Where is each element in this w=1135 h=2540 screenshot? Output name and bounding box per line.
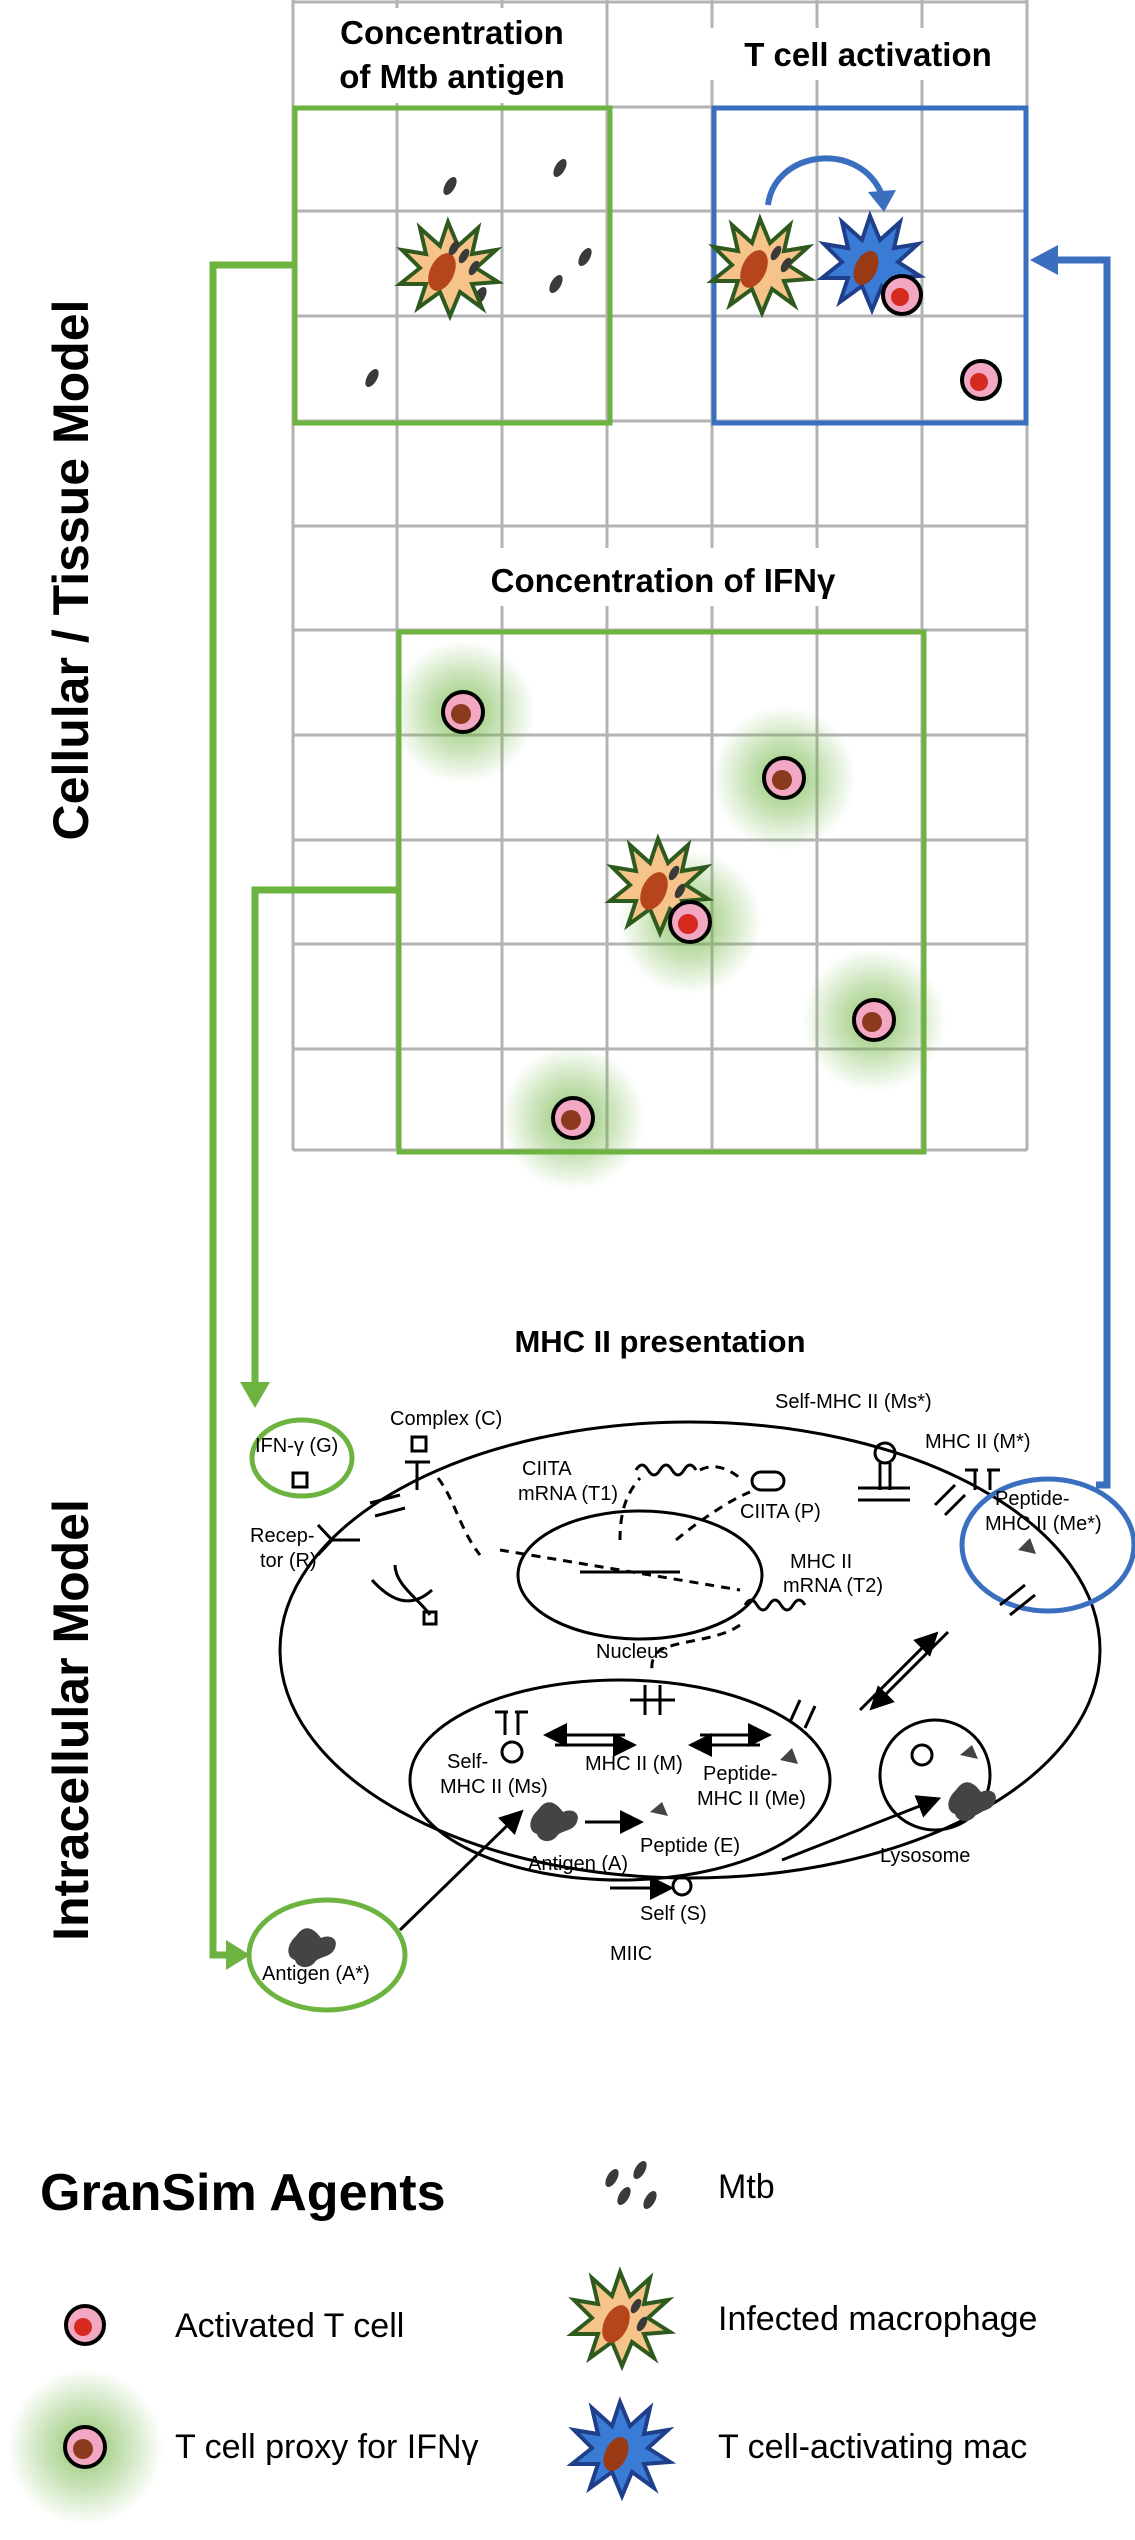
label-self-mhc-2: MHC II (Ms) (440, 1776, 548, 1798)
label-self-mhc-1: Self- (447, 1751, 488, 1773)
legend-mtb: Mtb (718, 2168, 775, 2206)
label-ciita-p: CIITA (P) (740, 1501, 821, 1523)
label-self-mhc-surface: Self-MHC II (Ms*) (775, 1391, 932, 1413)
antigen-link-arrow (209, 261, 295, 1959)
t-cell-proxy-icon (7, 2369, 163, 2525)
presentation-link-arrow (1055, 256, 1111, 1489)
label-antigen-ext: Antigen (A*) (262, 1963, 370, 1985)
cellular-tissue-label: Cellular / Tissue Model (43, 300, 99, 841)
activated-t-cell-icon (64, 2304, 106, 2346)
mtb-icon (605, 2160, 657, 2210)
label-miic: MIIC (610, 1943, 652, 1965)
activation-arrowhead (868, 190, 896, 212)
label-peptide-mhc-1: Peptide- (703, 1763, 778, 1785)
label-receptor-1: Recep- (250, 1525, 314, 1547)
label-peptide-mhc-2: MHC II (Me) (697, 1788, 806, 1810)
intracellular-label: Intracellular Model (43, 1499, 99, 1941)
label-receptor-2: tor (R) (260, 1550, 317, 1572)
label-mhc-mrna-2: mRNA (T2) (783, 1575, 883, 1597)
antigen-link-arrowhead (226, 1940, 250, 1970)
t-cell-activation-box (711, 105, 1029, 426)
mhc-labels: IFN-γ (G) Complex (C) Recep- tor (R) CII… (250, 1391, 1102, 1985)
infected-macrophage-icon (566, 2266, 677, 2372)
label-self-s: Self (S) (640, 1903, 707, 1925)
ifn-title: Concentration of IFNγ (491, 562, 836, 599)
label-lysosome: Lysosome (880, 1845, 970, 1867)
legend-activated-t: Activated T cell (175, 2307, 404, 2345)
ifn-link-arrow (251, 886, 399, 1390)
label-peptide-mhc-surface-1: Peptide- (995, 1488, 1070, 1510)
mtb-antigen-title-2: of Mtb antigen (339, 58, 564, 95)
t-cell-activation-title: T cell activation (744, 36, 992, 73)
label-ciita-mrna-1: CIITA (522, 1458, 572, 1480)
label-nucleus: Nucleus (596, 1641, 668, 1663)
mtb-icon (365, 158, 592, 388)
label-peptide-e: Peptide (E) (640, 1835, 740, 1857)
activated-t-cell-icon (881, 274, 1002, 401)
label-peptide-mhc-surface-2: MHC II (Me*) (985, 1513, 1102, 1535)
mtb-antigen-title-1: Concentration (340, 14, 564, 51)
t-cell-activating-mac-icon (566, 2396, 677, 2502)
legend-t-activating-mac: T cell-activating mac (718, 2428, 1027, 2466)
presentation-link-arrowhead (1030, 245, 1058, 275)
legend-t-proxy: T cell proxy for IFNγ (175, 2428, 479, 2466)
label-mhc-surface: MHC II (M*) (925, 1431, 1031, 1453)
infected-macrophage-icon (394, 216, 505, 322)
label-ifn-g: IFN-γ (G) (255, 1435, 338, 1457)
mhc-cell-diagram (246, 1417, 1135, 2013)
infected-macrophage-icon (706, 213, 817, 319)
label-complex: Complex (C) (390, 1408, 502, 1430)
mhc-title: MHC II presentation (514, 1324, 805, 1359)
label-ciita-mrna-2: mRNA (T1) (518, 1483, 618, 1505)
label-mhc-m: MHC II (M) (585, 1753, 683, 1775)
legend-title: GranSim Agents (40, 2164, 446, 2222)
t-cell-proxy-icon (441, 690, 896, 1140)
label-mhc-mrna-1: MHC II (790, 1551, 852, 1573)
label-antigen-a: Antigen (A) (528, 1853, 628, 1875)
legend-infected-mac: Infected macrophage (718, 2300, 1037, 2338)
antigen-glyphs (288, 1538, 1036, 1968)
activation-arrow (765, 155, 885, 206)
ifn-link-arrowhead (240, 1382, 270, 1408)
